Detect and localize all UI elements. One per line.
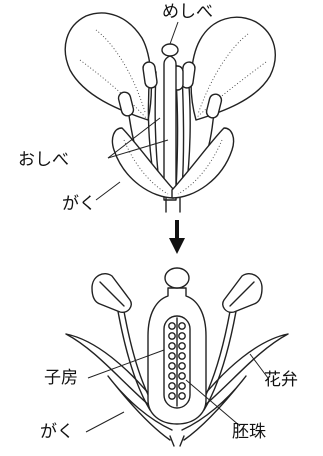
stamen-left [92,274,156,410]
petal-left [65,13,151,120]
label-sepal-bottom: がく [40,424,74,441]
pistil-section [148,268,206,424]
label-sepal-top: がく [62,196,96,213]
label-pistil: めしべ [162,4,213,21]
label-stamen: おしべ [18,152,69,169]
sepal-right-top [172,128,234,198]
label-ovary: 子房 [44,370,78,387]
flower-cross-section [66,268,288,446]
label-ovule: 胚珠 [232,424,266,441]
stamen-right [198,274,262,410]
label-petal: 花弁 [264,372,298,389]
flower-whole [65,13,275,212]
arrow-down [169,220,185,254]
pistil-top [162,44,178,200]
petal-right [191,17,275,120]
